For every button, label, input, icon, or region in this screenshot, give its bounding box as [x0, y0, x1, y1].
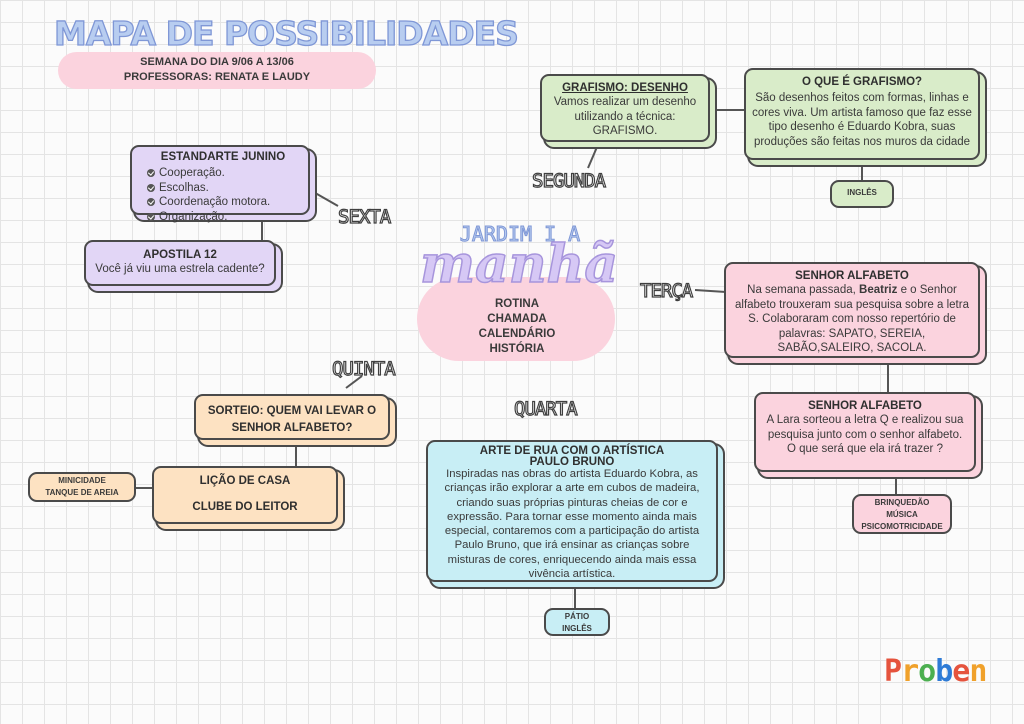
teachers: PROFESSORAS: RENATA E LAUDY: [123, 71, 311, 83]
alfabeto-2-question: O que será que ela irá trazer ?: [787, 443, 943, 456]
alfabeto-2-title: SENHOR ALFABETO: [808, 400, 922, 412]
routine-list: ROTINA CHAMADA CALENDÁRIO HISTÓRIA: [440, 297, 594, 357]
monday-extra: INGLÊS: [847, 188, 877, 197]
routine-item: CALENDÁRIO: [478, 328, 556, 340]
shift-title: manhã: [419, 233, 619, 296]
apostila-box: APOSTILA 12 Você já viu uma estrela cade…: [84, 240, 276, 286]
alfabeto-1-post: e o Senhor alfabeto trouxeram sua pesqui…: [735, 284, 969, 354]
week-info: SEMANA DO DIA 9/06 A 13/06 PROFESSORAS: …: [58, 52, 376, 89]
grafismo-text: Vamos realizar um desenho utilizando a t…: [553, 96, 697, 138]
licao-de-casa: LIÇÃO DE CASA: [199, 475, 291, 487]
alfabeto-1-name: Beatriz: [859, 284, 898, 297]
tuesday-extra: PSICOMOTRICIDADE: [861, 522, 943, 531]
apostila-text: Você já viu uma estrela cadente?: [95, 263, 265, 276]
day-label-thursday: QUINTA: [331, 357, 396, 380]
alfabeto-2-text: A Lara sorteou a letra Q e realizou sua …: [766, 414, 964, 441]
tuesday-extra: BRINQUEDÃO: [874, 498, 930, 507]
tuesday-extra: MÚSICA: [886, 510, 918, 519]
apostila-title: APOSTILA 12: [143, 249, 217, 261]
wednesday-extra: INGLÊS: [562, 624, 592, 633]
week-dates: SEMANA DO DIA 9/06 A 13/06: [140, 56, 294, 68]
estandarte-title: ESTANDARTE JUNINO: [160, 151, 286, 163]
routine-item: HISTÓRIA: [489, 343, 545, 355]
arte-title-2: PAULO BRUNO: [529, 456, 615, 468]
alfabeto-1-pre: Na semana passada,: [747, 284, 860, 297]
day-label-friday: SEXTA: [337, 205, 391, 228]
day-label-wednesday: QUARTA: [513, 397, 578, 420]
alfabeto-1-title: SENHOR ALFABETO: [795, 270, 909, 282]
estandarte-item: Coordenação motora.: [146, 195, 300, 209]
routine-item: CHAMADA: [487, 313, 547, 325]
day-label-tuesday: TERÇA: [639, 279, 693, 302]
grafismo-box: GRAFISMO: DESENHO Vamos realizar um dese…: [540, 74, 710, 142]
class-name: JARDIM I A: [459, 222, 581, 247]
thursday-extras-box: MINICIDADE TANQUE DE AREIA: [28, 472, 136, 502]
thursday-extra: TANQUE DE AREIA: [45, 488, 119, 497]
oque-grafismo-box: O QUE É GRAFISMO? São desenhos feitos co…: [744, 68, 980, 160]
oque-grafismo-title: O QUE É GRAFISMO?: [801, 76, 923, 88]
clube-do-leitor: CLUBE DO LEITOR: [192, 501, 298, 514]
sorteio-box: SORTEIO: QUEM VAI LEVAR O SENHOR ALFABET…: [194, 394, 390, 440]
estandarte-item: Organização.: [146, 210, 300, 224]
sorteio-text: SORTEIO: QUEM VAI LEVAR O SENHOR ALFABET…: [207, 405, 377, 434]
wednesday-extra: PÁTIO: [564, 612, 590, 621]
routine-item: ROTINA: [494, 298, 540, 310]
day-label-monday: SEGUNDA: [531, 169, 606, 192]
wednesday-extras-box: PÁTIO INGLÊS: [544, 608, 610, 636]
oque-grafismo-text: São desenhos feitos com formas, linhas e…: [752, 92, 972, 148]
estandarte-list: Cooperação. Escolhas. Coordenação motora…: [146, 166, 300, 224]
grafismo-title: GRAFISMO: DESENHO: [562, 82, 688, 94]
licao-box: LIÇÃO DE CASA CLUBE DO LEITOR: [152, 466, 338, 524]
alfabeto-box-1: SENHOR ALFABETO Na semana passada, Beatr…: [724, 262, 980, 358]
arte-title-1: ARTE DE RUA COM O ARTÍSTICA: [479, 445, 665, 457]
page-title: MAPA DE POSSIBILIDADES: [53, 13, 519, 53]
estandarte-box: ESTANDARTE JUNINO Cooperação. Escolhas. …: [130, 145, 310, 223]
estandarte-item: Cooperação.: [146, 166, 300, 180]
proben-logo: Proben: [884, 654, 987, 689]
estandarte-item: Escolhas.: [146, 181, 300, 195]
monday-extra-box: INGLÊS: [830, 180, 894, 208]
center-cloud: [417, 277, 615, 361]
arte-text: Inspiradas nas obras do artista Eduardo …: [444, 468, 700, 581]
thursday-extra: MINICIDADE: [58, 476, 106, 485]
tuesday-extras-box: BRINQUEDÃO MÚSICA PSICOMOTRICIDADE: [852, 494, 952, 534]
alfabeto-box-2: SENHOR ALFABETO A Lara sorteou a letra Q…: [754, 392, 976, 472]
arte-de-rua-box: ARTE DE RUA COM O ARTÍSTICA PAULO BRUNO …: [426, 440, 718, 582]
